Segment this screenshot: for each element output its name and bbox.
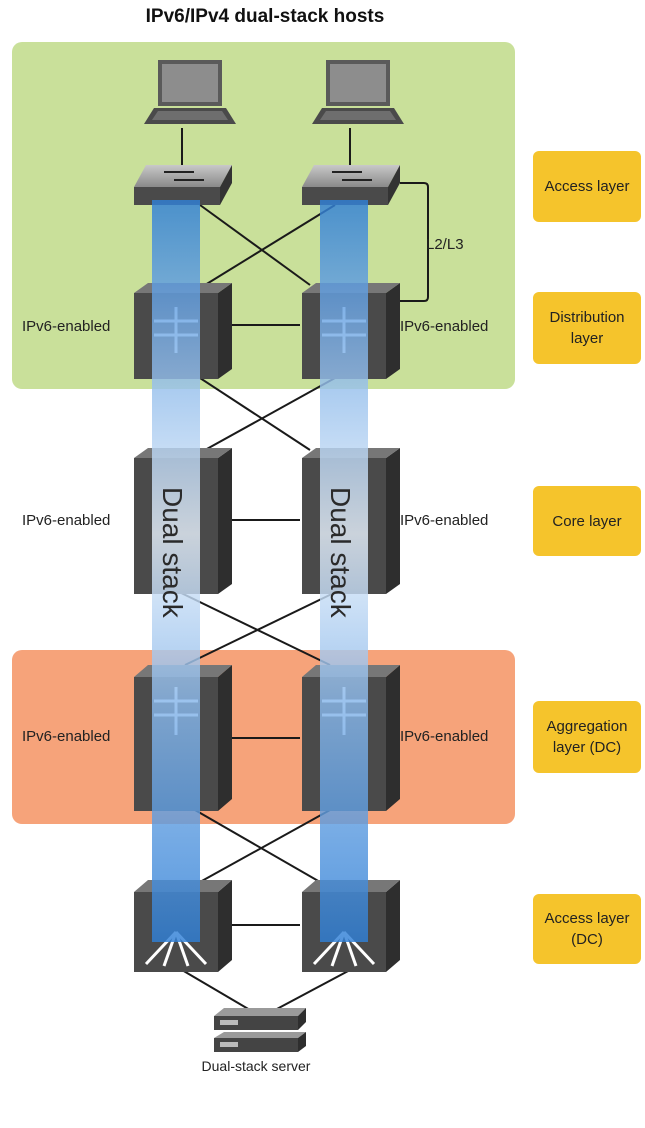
dual-stack-label-left: Dual stack bbox=[157, 487, 188, 619]
core-right-label: IPv6-enabled bbox=[400, 512, 489, 529]
aggregation-layer-badge: Aggregation layer (DC) bbox=[533, 701, 641, 773]
core-layer-badge: Core layer bbox=[533, 486, 641, 556]
laptop-icon bbox=[312, 60, 404, 124]
dual-stack-band-right bbox=[320, 200, 368, 942]
distribution-layer-badge: Distribution layer bbox=[533, 292, 641, 364]
diagram-title: IPv6/IPv4 dual-stack hosts bbox=[145, 6, 385, 27]
access-switch-icon bbox=[302, 165, 400, 205]
distribution-left-label: IPv6-enabled bbox=[22, 318, 111, 335]
distribution-right-label: IPv6-enabled bbox=[400, 318, 489, 335]
aggregation-left-label: IPv6-enabled bbox=[22, 728, 111, 745]
dual-stack-band-left bbox=[152, 200, 200, 942]
l2l3-label: L2/L3 bbox=[426, 236, 464, 253]
access-switch-icon bbox=[134, 165, 232, 205]
aggregation-right-label: IPv6-enabled bbox=[400, 728, 489, 745]
dual-stack-label-right: Dual stack bbox=[325, 487, 356, 619]
server-icon bbox=[214, 1008, 306, 1052]
access-dc-layer-badge: Access layer (DC) bbox=[533, 894, 641, 964]
connection-lines bbox=[174, 128, 429, 1011]
server-label: Dual-stack server bbox=[201, 1058, 311, 1074]
core-left-label: IPv6-enabled bbox=[22, 512, 111, 529]
campus-zone bbox=[12, 42, 515, 389]
access-layer-badge: Access layer bbox=[533, 151, 641, 222]
laptop-icon bbox=[144, 60, 236, 124]
